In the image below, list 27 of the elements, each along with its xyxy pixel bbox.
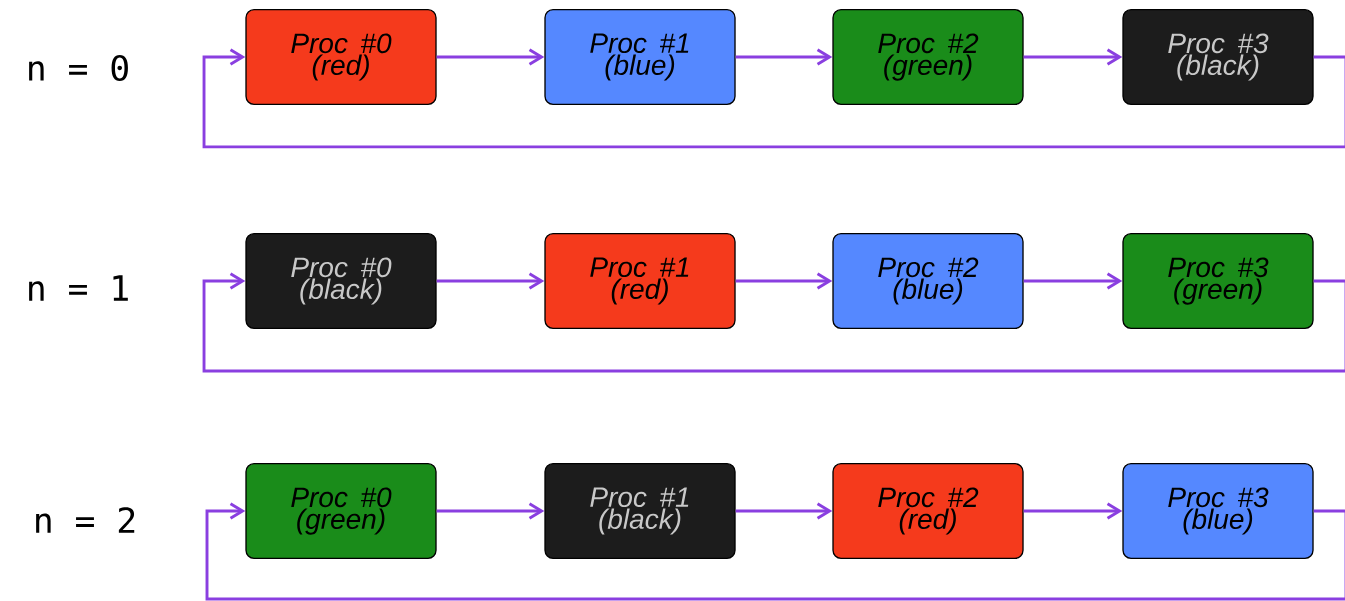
arrow [202,272,1345,373]
row-label: n = 0 [29,54,128,82]
process-box: Proc #0 (black) [245,233,437,329]
arrow [735,502,833,520]
arrow [735,272,833,290]
arrow [436,502,545,520]
arrow [1023,272,1123,290]
process-box: Proc #0 (green) [245,463,437,559]
arrow [205,502,1345,601]
process-box: Proc #0 (red) [245,9,437,105]
process-box: Proc #3 (green) [1122,233,1314,329]
process-box: Proc #2 (green) [832,9,1024,105]
process-box: Proc #1 (red) [544,233,736,329]
arrow [436,272,545,290]
arrow [436,48,545,66]
row-label: n = 2 [36,507,135,533]
process-box: Proc #3 (black) [1122,9,1314,105]
process-box: Proc #2 (red) [832,463,1024,559]
process-box: Proc #1 (black) [544,463,736,559]
arrow [1023,502,1123,520]
process-box: Proc #1 (blue) [544,9,736,105]
process-box: Proc #2 (blue) [832,233,1024,329]
process-box: Proc #3 (blue) [1122,463,1314,559]
row-label: n = 1 [29,275,128,301]
arrow [735,48,833,66]
arrow [1023,48,1123,66]
arrow [202,48,1345,149]
